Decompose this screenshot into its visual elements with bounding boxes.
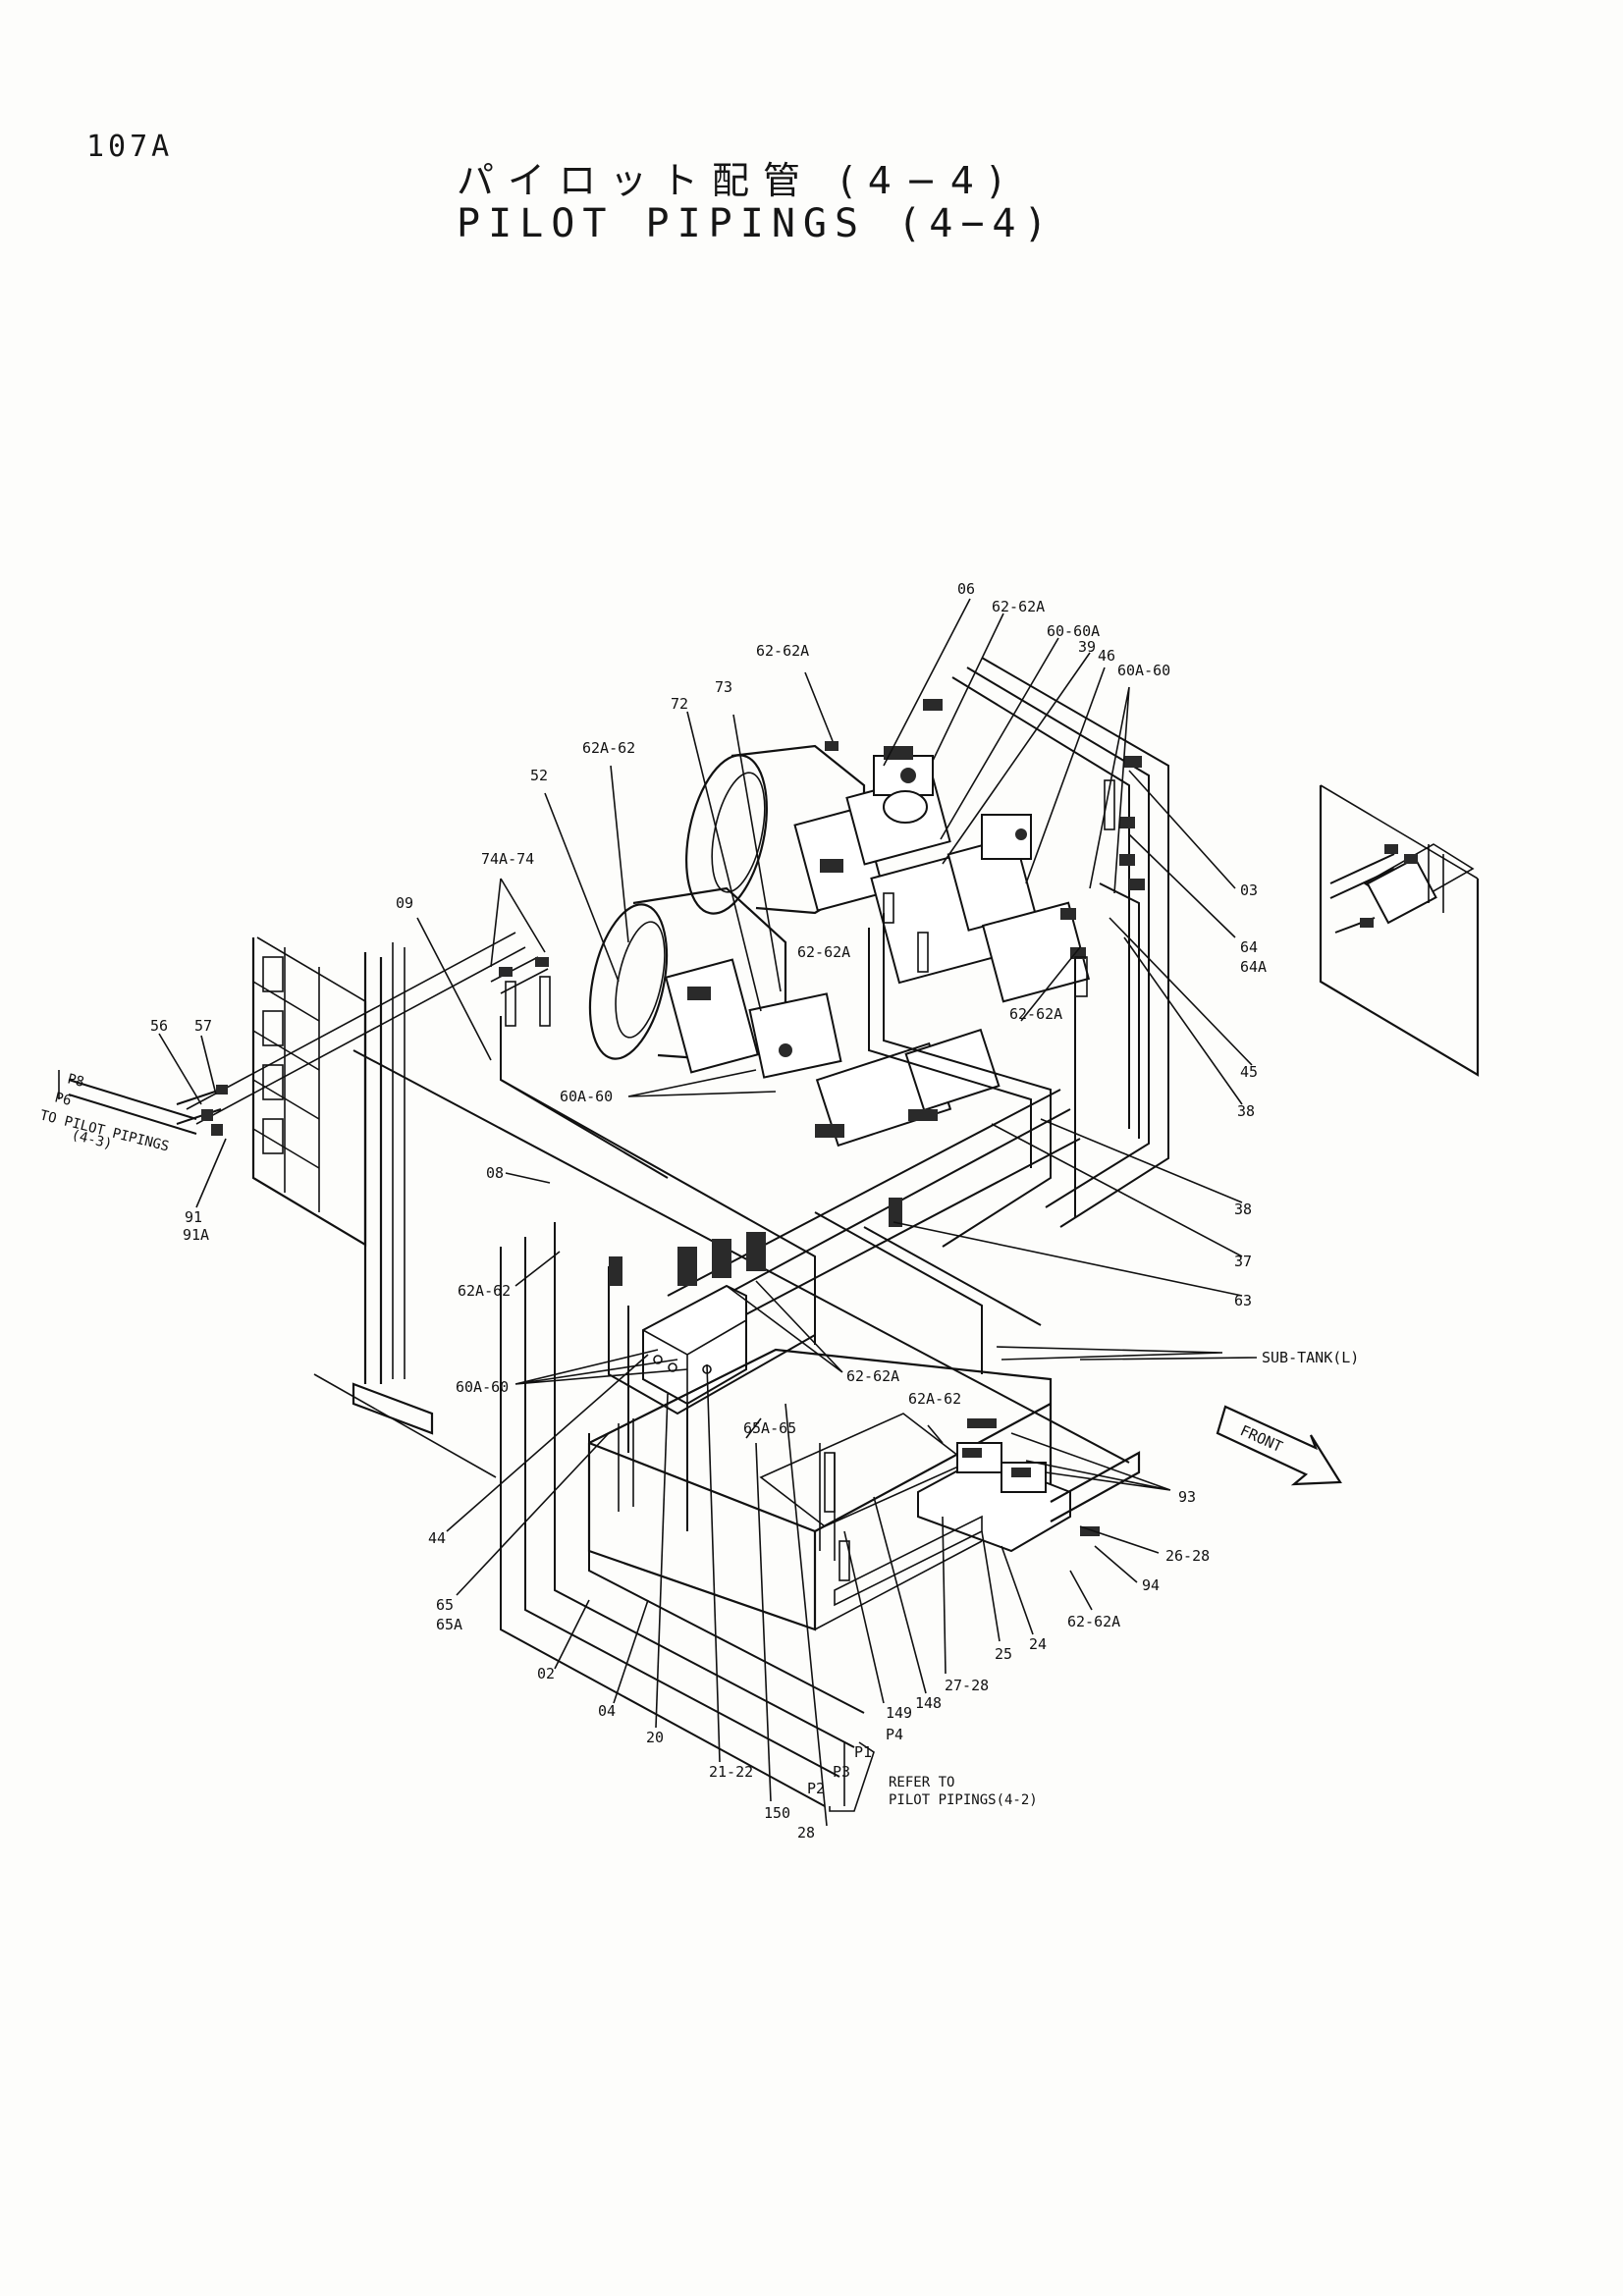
label-57: 57 (194, 1017, 212, 1035)
page-title-japanese: パイロット配管 (4−4) (457, 159, 1016, 202)
label-93: 93 (1178, 1488, 1196, 1506)
label-62a-62: 62A-62 (458, 1282, 511, 1300)
label-25: 25 (995, 1645, 1012, 1663)
upper-right-fittings (825, 699, 1145, 997)
inset-detail-view (1319, 784, 1480, 1077)
label-26-28: 26-28 (1165, 1547, 1210, 1565)
label-p4: P4 (886, 1726, 903, 1743)
label-73: 73 (715, 678, 732, 696)
label-refer-to-pilot-pipings: PILOT PIPINGS(4-2) (889, 1792, 1038, 1808)
label-60-60a: 60-60A (1047, 622, 1100, 640)
label-62-62a: 62-62A (1009, 1005, 1062, 1023)
sub-tank (587, 1348, 1053, 1631)
cab-frame-structure (251, 936, 497, 1478)
label-64: 64 (1240, 938, 1258, 956)
label-38: 38 (1237, 1102, 1255, 1120)
label-150: 150 (764, 1804, 790, 1822)
label-front: FRONT (1237, 1421, 1285, 1456)
part-labels: 06 62-62A 60-60A 39 46 60A-60 62-62A 73 … (38, 580, 1359, 1842)
engine-pump-assembly (588, 744, 1091, 1148)
label-refer-to: REFER TO (889, 1775, 954, 1790)
label-21-22: 21-22 (709, 1763, 753, 1781)
label-148: 148 (915, 1694, 942, 1712)
label-65: 65 (436, 1596, 454, 1614)
label-65a: 65A (436, 1616, 462, 1633)
label-62-62a: 62-62A (1067, 1613, 1120, 1630)
label-60a-60: 60A-60 (560, 1088, 613, 1105)
label-02: 02 (537, 1665, 555, 1682)
label-27-28: 27-28 (945, 1677, 989, 1694)
label-62-62a: 62-62A (797, 943, 850, 961)
pilot-pipe-routing (186, 657, 1169, 1807)
label-p6: P6 (53, 1090, 73, 1109)
label-37: 37 (1234, 1253, 1252, 1270)
page-number: 107A (86, 130, 174, 164)
label-60a-60: 60A-60 (1117, 662, 1170, 679)
label-p2: P2 (807, 1780, 825, 1797)
label-94: 94 (1142, 1576, 1160, 1594)
label-20: 20 (646, 1729, 664, 1746)
solenoid-valve-unit (819, 1418, 1141, 1607)
label-91a: 91A (183, 1226, 209, 1244)
label-09: 09 (396, 894, 413, 912)
label-149: 149 (886, 1704, 912, 1722)
label-60a-60: 60A-60 (456, 1378, 509, 1396)
label-56: 56 (150, 1017, 168, 1035)
label-38: 38 (1234, 1201, 1252, 1218)
label-62-62a: 62-62A (992, 598, 1045, 615)
label-p3: P3 (833, 1763, 850, 1781)
label-28: 28 (797, 1824, 815, 1842)
label-74a-74: 74A-74 (481, 850, 534, 868)
label-72: 72 (671, 695, 688, 713)
label-46: 46 (1098, 647, 1115, 665)
label-44: 44 (428, 1529, 446, 1547)
label-04: 04 (598, 1702, 616, 1720)
label-64a: 64A (1240, 958, 1267, 976)
label-62-62a: 62-62A (756, 642, 809, 660)
control-valve-block (609, 1198, 902, 1406)
label-91: 91 (185, 1208, 202, 1226)
front-direction-arrow (1216, 1405, 1342, 1486)
label-52: 52 (530, 767, 548, 784)
label-sub-tank: SUB-TANK(L) (1262, 1349, 1359, 1366)
label-06: 06 (957, 580, 975, 598)
label-08: 08 (486, 1164, 504, 1182)
label-62-62a: 62-62A (846, 1367, 899, 1385)
label-62a-62: 62A-62 (582, 739, 635, 757)
label-03: 03 (1240, 881, 1258, 899)
label-p8: P8 (66, 1071, 85, 1091)
label-24: 24 (1029, 1635, 1047, 1653)
page-title-english: PILOT PIPINGS (4−4) (457, 201, 1055, 246)
label-45: 45 (1240, 1063, 1258, 1081)
label-65a-65: 65A-65 (743, 1419, 796, 1437)
label-39: 39 (1078, 638, 1096, 656)
leader-lines (158, 598, 1258, 1827)
label-63: 63 (1234, 1292, 1252, 1309)
label-p1: P1 (854, 1743, 872, 1761)
label-62a-62: 62A-62 (908, 1390, 961, 1408)
left-inlet-fittings (58, 956, 551, 1136)
